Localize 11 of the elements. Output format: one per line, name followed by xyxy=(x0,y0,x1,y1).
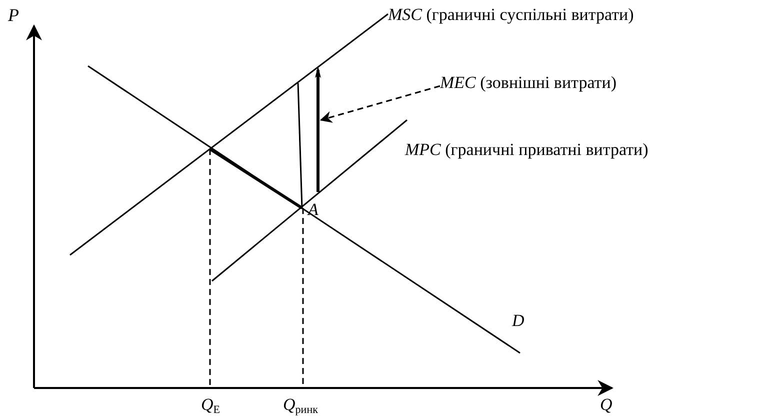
curve-label: MEC (зовнішні витрати) xyxy=(440,74,616,93)
axis-label: Q$_{E}$ xyxy=(201,396,220,416)
curve-label: D xyxy=(512,312,524,331)
curve-label: MSC (граничні суспільні витрати) xyxy=(388,6,634,25)
leader-line xyxy=(320,85,440,123)
point-label: A xyxy=(308,201,318,220)
axis-label: Q$_{ринк}$ xyxy=(283,396,318,416)
curve-label: MPC (граничні приватні витрати) xyxy=(405,141,648,160)
arrow xyxy=(315,66,321,192)
axis-label: P xyxy=(8,6,19,26)
axis-label: Q xyxy=(600,396,612,415)
